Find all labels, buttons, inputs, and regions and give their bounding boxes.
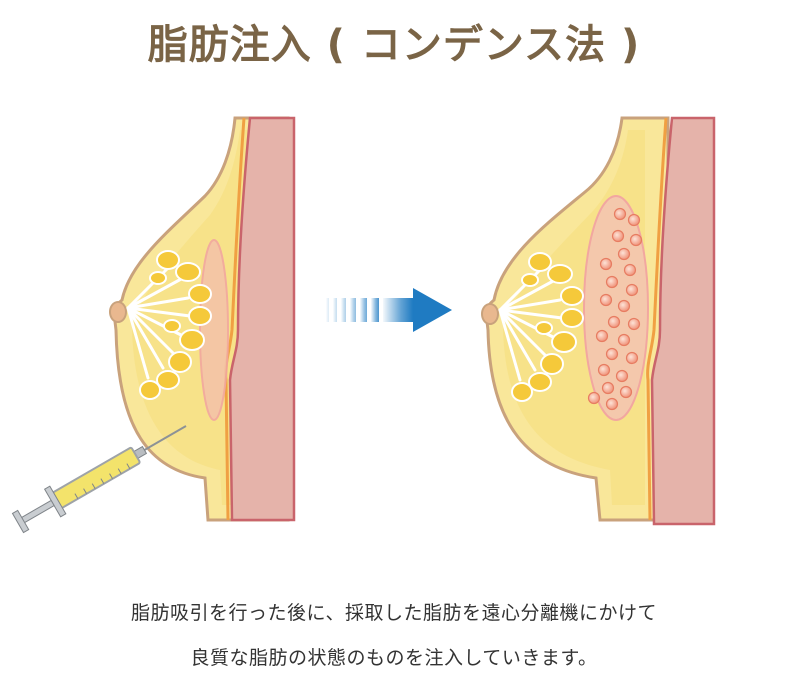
breast-before <box>109 116 296 522</box>
caption-line-2: 良質な脂肪の状態のものを注入していきます。 <box>190 647 598 669</box>
injected-fat-droplets <box>587 207 643 411</box>
syringe-icon <box>11 425 187 534</box>
right-arrow-icon <box>326 288 452 332</box>
breast-after <box>481 116 716 526</box>
caption-line-1: 脂肪吸引を行った後に、採取した脂肪を遠心分離機にかけて <box>131 602 657 624</box>
muscle-layer <box>228 116 296 522</box>
muscle-layer <box>650 116 716 526</box>
page-title: 脂肪注入 ( コンデンス法 ) <box>147 22 641 68</box>
